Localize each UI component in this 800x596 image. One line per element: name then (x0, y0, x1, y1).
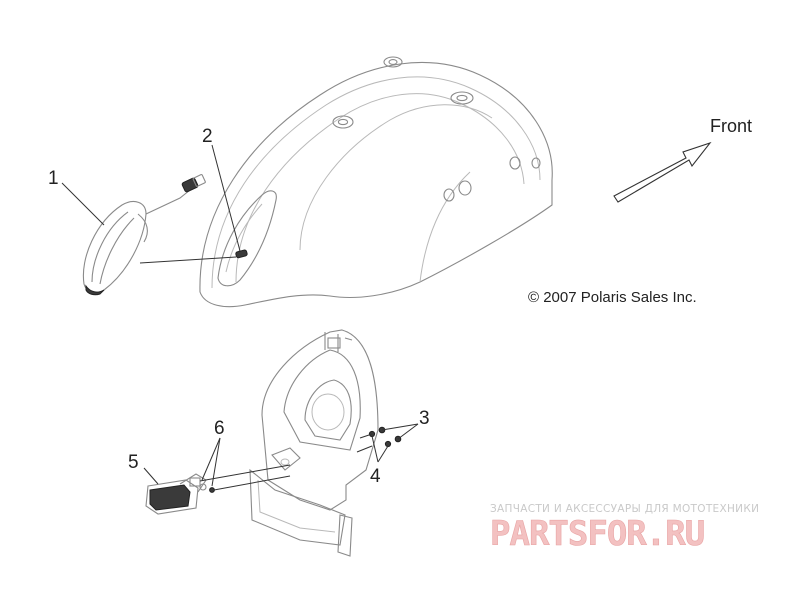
watermark: ЗАПЧАСТИ И АКСЕССУАРЫ ДЛЯ МОТОТЕХНИКИ PA… (490, 503, 759, 554)
callout-1: 1 (48, 168, 59, 189)
callout-3: 3 (419, 408, 430, 429)
callout-6: 6 (214, 418, 225, 439)
callout-leaders (61, 144, 419, 487)
copyright-notice: © 2007 Polaris Sales Inc. (528, 289, 697, 306)
nuts-washers (359, 426, 402, 448)
license-lamp-assembly (145, 464, 291, 515)
tail-lamp-assembly (82, 174, 237, 296)
bulb-part (235, 249, 248, 259)
watermark-subtitle: ЗАПЧАСТИ И АКСЕССУАРЫ ДЛЯ МОТОТЕХНИКИ (490, 503, 759, 515)
front-label: Front (710, 116, 752, 136)
license-bracket (249, 329, 379, 557)
callout-2: 2 (202, 126, 213, 147)
callout-4: 4 (370, 466, 381, 487)
callout-5: 5 (128, 452, 139, 473)
rear-fender (199, 56, 553, 308)
watermark-logo: PARTSFOR.RU (490, 514, 704, 554)
front-direction-arrow (613, 141, 712, 203)
